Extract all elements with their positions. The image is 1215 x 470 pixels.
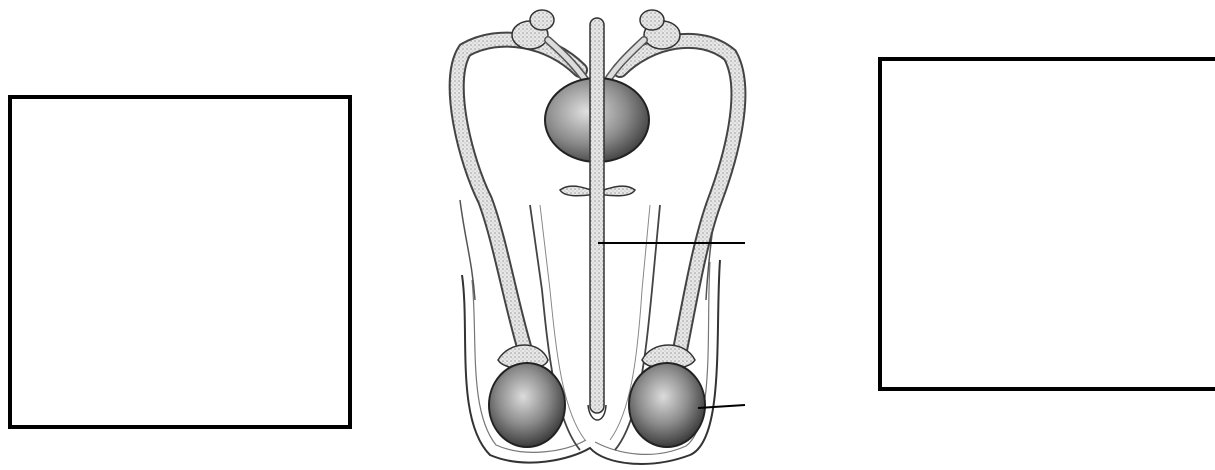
answer-box-left[interactable] <box>8 95 352 429</box>
testis-left <box>489 363 565 447</box>
testis-right <box>629 363 705 447</box>
male-reproductive-system-diagram <box>430 0 770 470</box>
urethra <box>590 18 604 413</box>
answer-box-right[interactable] <box>878 57 1215 391</box>
